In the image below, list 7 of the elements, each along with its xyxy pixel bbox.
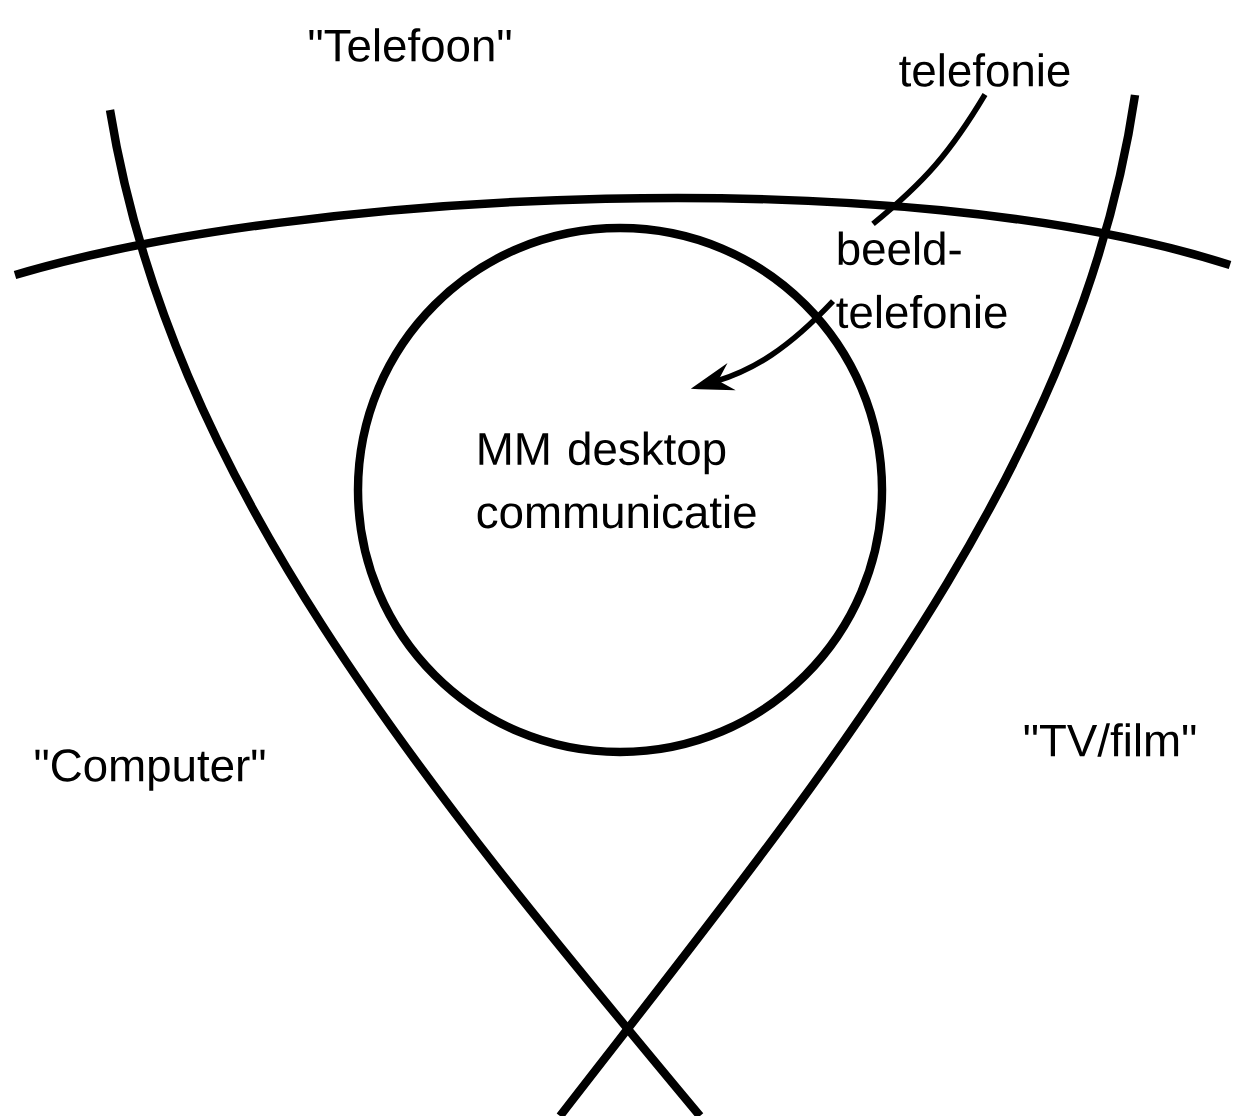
region-label: "Computer"	[35, 749, 265, 791]
callout-text: telefonie	[899, 53, 1070, 87]
leader-line	[871, 93, 988, 227]
center-label: MM desktop communicatie	[477, 431, 756, 529]
region-label: "TV/film"	[1024, 723, 1196, 757]
callout-text: beeld- telefonie	[836, 231, 1007, 329]
region-label: "Telefoon"	[309, 28, 511, 62]
